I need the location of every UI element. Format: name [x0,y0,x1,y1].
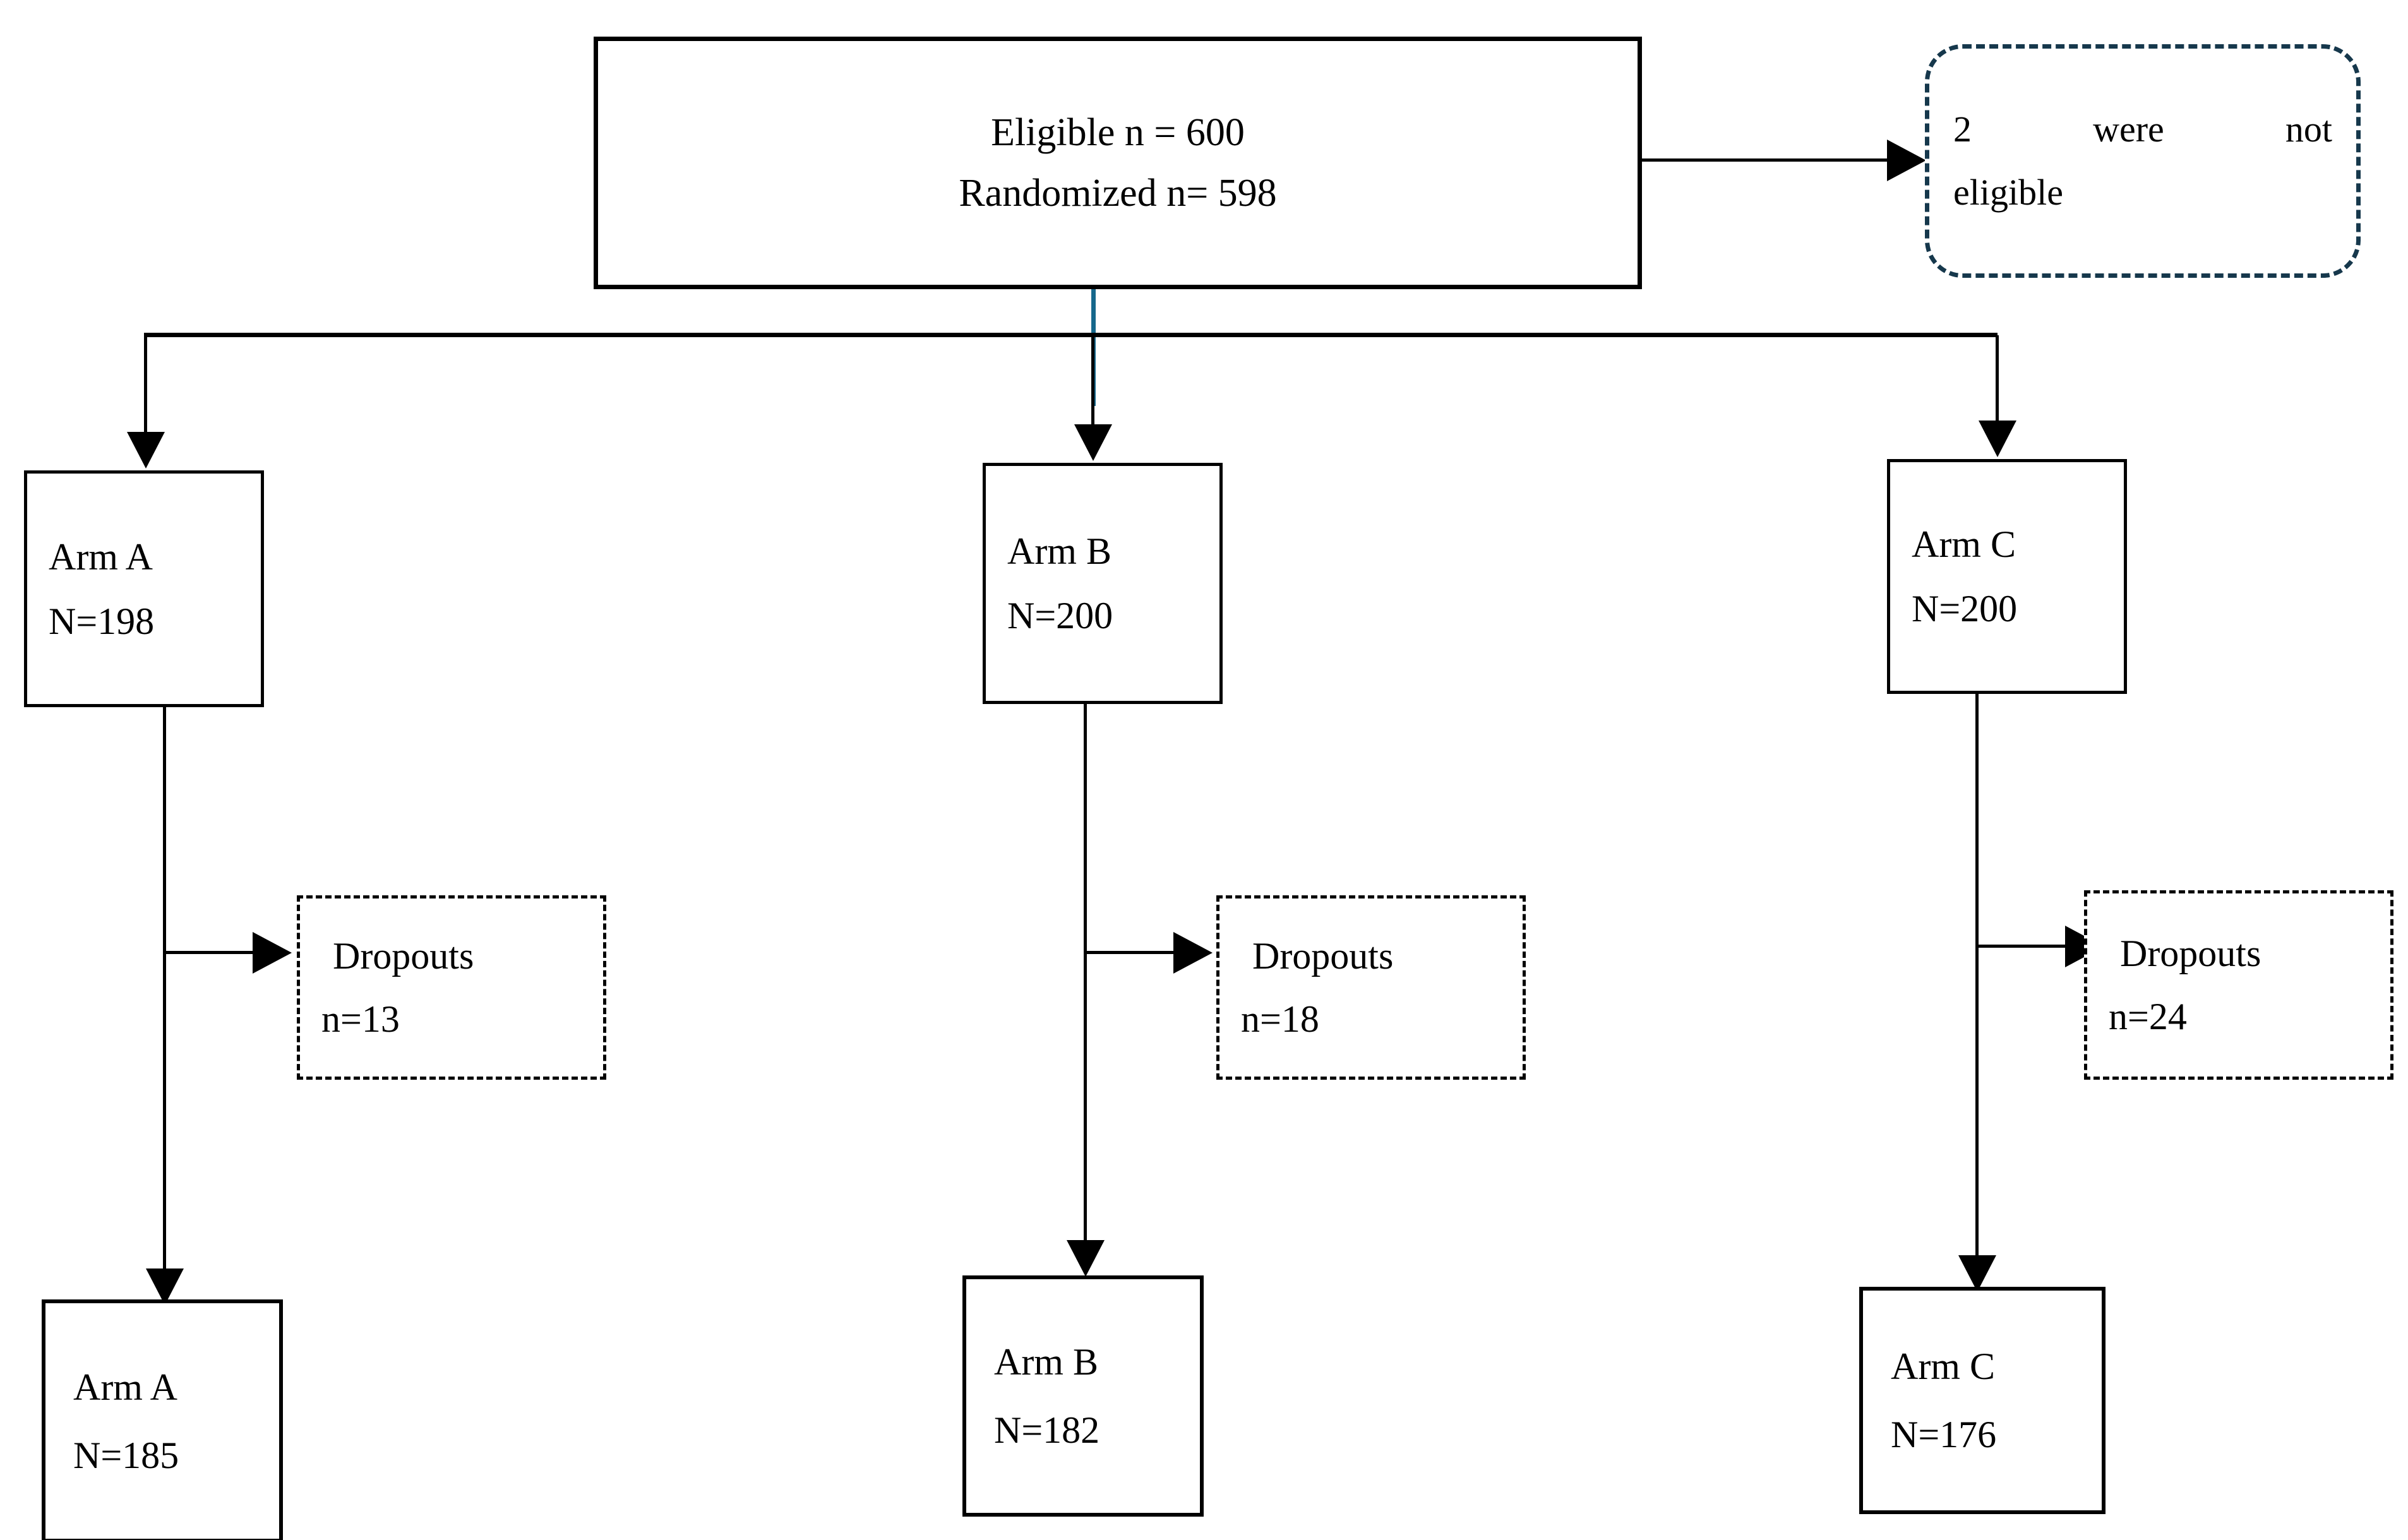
arm-a-final-label-text: Arm A [73,1366,177,1408]
arm-b-count-text: N=200 [1007,595,1113,636]
arrowhead-arm-a-to-dropouts [253,932,292,974]
arm-b-dropouts-box[interactable]: Dropouts n=18 [1216,895,1526,1080]
connector-arm-a-to-analyzed [163,707,166,1301]
arm-a-dropouts-label-text: Dropouts [333,935,474,977]
arm-c-final-count-text: N=176 [1891,1414,1997,1455]
connector-bracket-to-arm-c [1996,335,1999,425]
allocation-bracket-bar [144,333,1998,337]
connector-bracket-to-arm-a [144,335,147,436]
connector-arm-c-to-dropouts [1975,945,2083,948]
arrowhead-to-arm-b [1074,424,1112,461]
not-eligible-label-text: eligible [1953,172,2063,213]
arm-b-analyzed-box[interactable]: Arm B N=182 [962,1275,1204,1517]
arm-a-count-text: N=198 [49,600,155,642]
arm-b-final-count-text: N=182 [994,1409,1100,1451]
arm-a-allocated-box[interactable]: Arm A N=198 [24,470,264,707]
arm-a-dropouts-box[interactable]: Dropouts n=13 [297,895,606,1080]
arm-b-dropouts-count-text: n=18 [1241,998,1319,1040]
arrowhead-to-arm-a [127,432,165,469]
arm-c-dropouts-box[interactable]: Dropouts n=24 [2084,890,2393,1080]
arrowhead-arm-c-to-analyzed [1958,1255,1996,1292]
arm-c-final-label-text: Arm C [1891,1346,1995,1387]
arm-c-dropouts-label-text: Dropouts [2120,933,2261,974]
not-eligible-box[interactable]: 2 were not eligible [1925,44,2361,278]
arrowhead-to-arm-c [1979,421,2016,457]
connector-bracket-to-arm-b [1091,335,1094,429]
connector-arm-b-to-dropouts [1084,951,1191,954]
arm-c-label-text: Arm C [1912,523,2016,565]
arrowhead-arm-b-to-dropouts [1173,932,1213,974]
arm-c-analyzed-box[interactable]: Arm C N=176 [1859,1287,2106,1514]
arm-a-analyzed-box[interactable]: Arm A N=185 [42,1299,283,1540]
randomized-count-text: Randomized n= 598 [959,172,1277,215]
not-eligible-count-text: 2 were not [1953,109,2332,150]
connector-to-not-eligible [1642,158,1895,162]
arm-c-count-text: N=200 [1912,588,2018,630]
connector-arm-c-to-analyzed [1975,694,1979,1287]
arrowhead-to-not-eligible [1887,140,1926,181]
connector-arm-a-to-dropouts [163,951,270,954]
arm-a-dropouts-count-text: n=13 [321,998,400,1040]
arm-b-final-label-text: Arm B [994,1341,1098,1383]
eligible-count-text: Eligible n = 600 [991,111,1245,154]
arm-a-final-count-text: N=185 [73,1434,179,1476]
arrowhead-arm-b-to-analyzed [1067,1240,1105,1277]
arm-b-dropouts-label-text: Dropouts [1252,935,1394,977]
arm-a-label-text: Arm A [49,535,153,578]
arm-b-allocated-box[interactable]: Arm B N=200 [983,463,1223,704]
connector-arm-b-to-analyzed [1084,704,1087,1272]
eligible-randomized-box[interactable]: Eligible n = 600 Randomized n= 598 [594,37,1642,289]
arm-b-label-text: Arm B [1007,530,1111,572]
arm-c-dropouts-count-text: n=24 [2109,996,2187,1037]
arrowhead-arm-a-to-analyzed [146,1268,184,1305]
arm-c-allocated-box[interactable]: Arm C N=200 [1887,459,2127,694]
